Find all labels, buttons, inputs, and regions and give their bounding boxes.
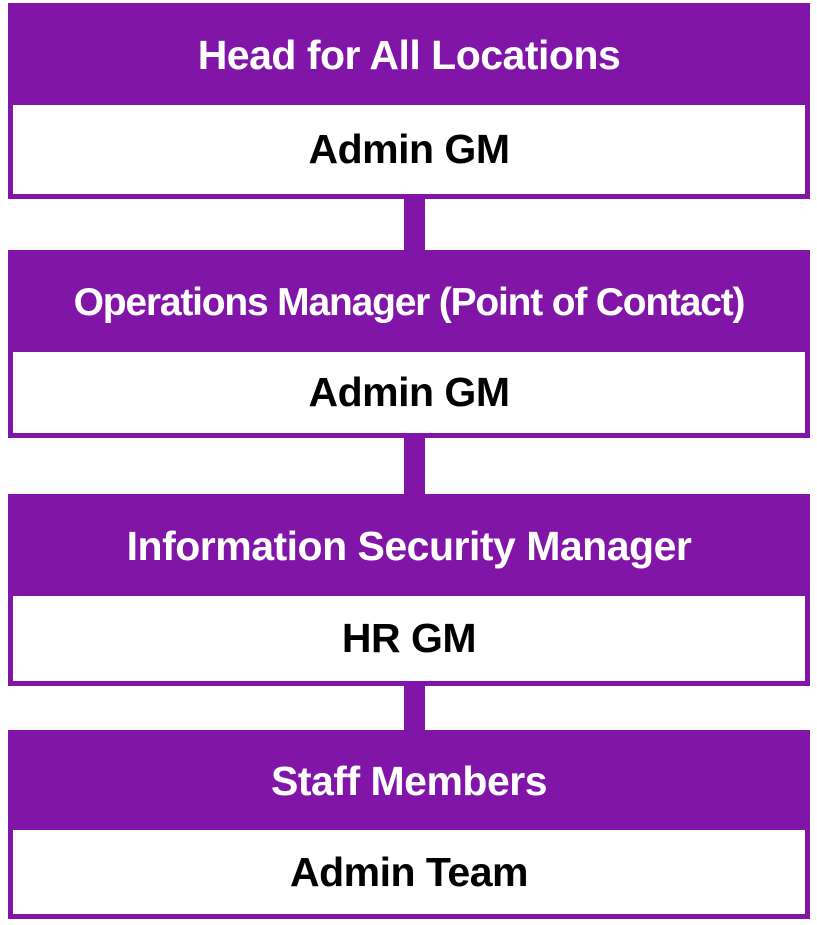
connector-operations-to-infosec [404, 429, 425, 502]
org-node-role: Admin GM [13, 105, 805, 194]
org-node-title: Staff Members [10, 732, 808, 830]
org-node-title: Information Security Manager [10, 496, 808, 596]
org-node-role: HR GM [13, 596, 805, 681]
org-node-role: Admin GM [13, 352, 805, 433]
org-node-operations-manager[interactable]: Operations Manager (Point of Contact) Ad… [8, 250, 810, 438]
org-node-information-security-manager[interactable]: Information Security Manager HR GM [8, 494, 810, 686]
connector-infosec-to-staff [404, 677, 425, 738]
org-node-title: Head for All Locations [10, 5, 808, 105]
org-node-head-for-all-locations[interactable]: Head for All Locations Admin GM [8, 3, 810, 199]
connector-head-to-operations [404, 190, 425, 258]
org-node-title: Operations Manager (Point of Contact) [10, 252, 808, 352]
org-node-role: Admin Team [13, 830, 805, 914]
org-node-staff-members[interactable]: Staff Members Admin Team [8, 730, 810, 919]
